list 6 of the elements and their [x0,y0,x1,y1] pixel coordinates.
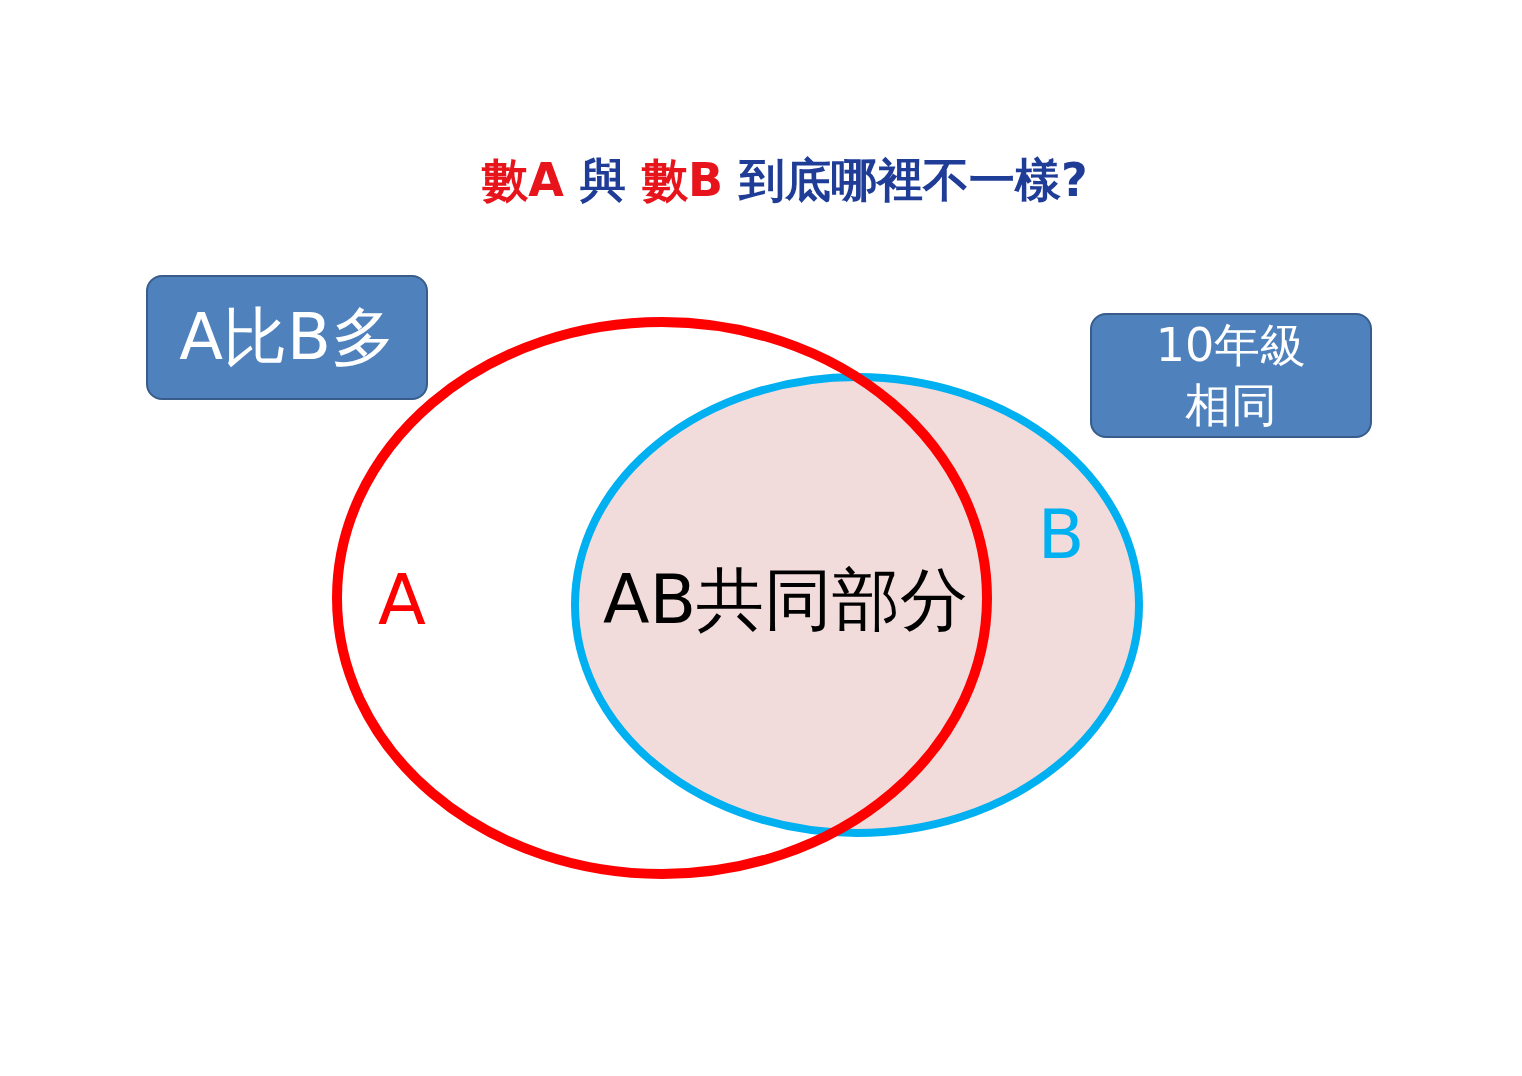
set-label: A [378,565,426,635]
overlap-label: AB共同部分 [603,566,969,634]
title: 數A 與 數B 到底哪裡不一樣? [480,152,1089,209]
callout-box: A比B多 [146,275,428,400]
set-label: B [1037,501,1085,569]
callout-box: 10年級相同 [1090,313,1372,438]
